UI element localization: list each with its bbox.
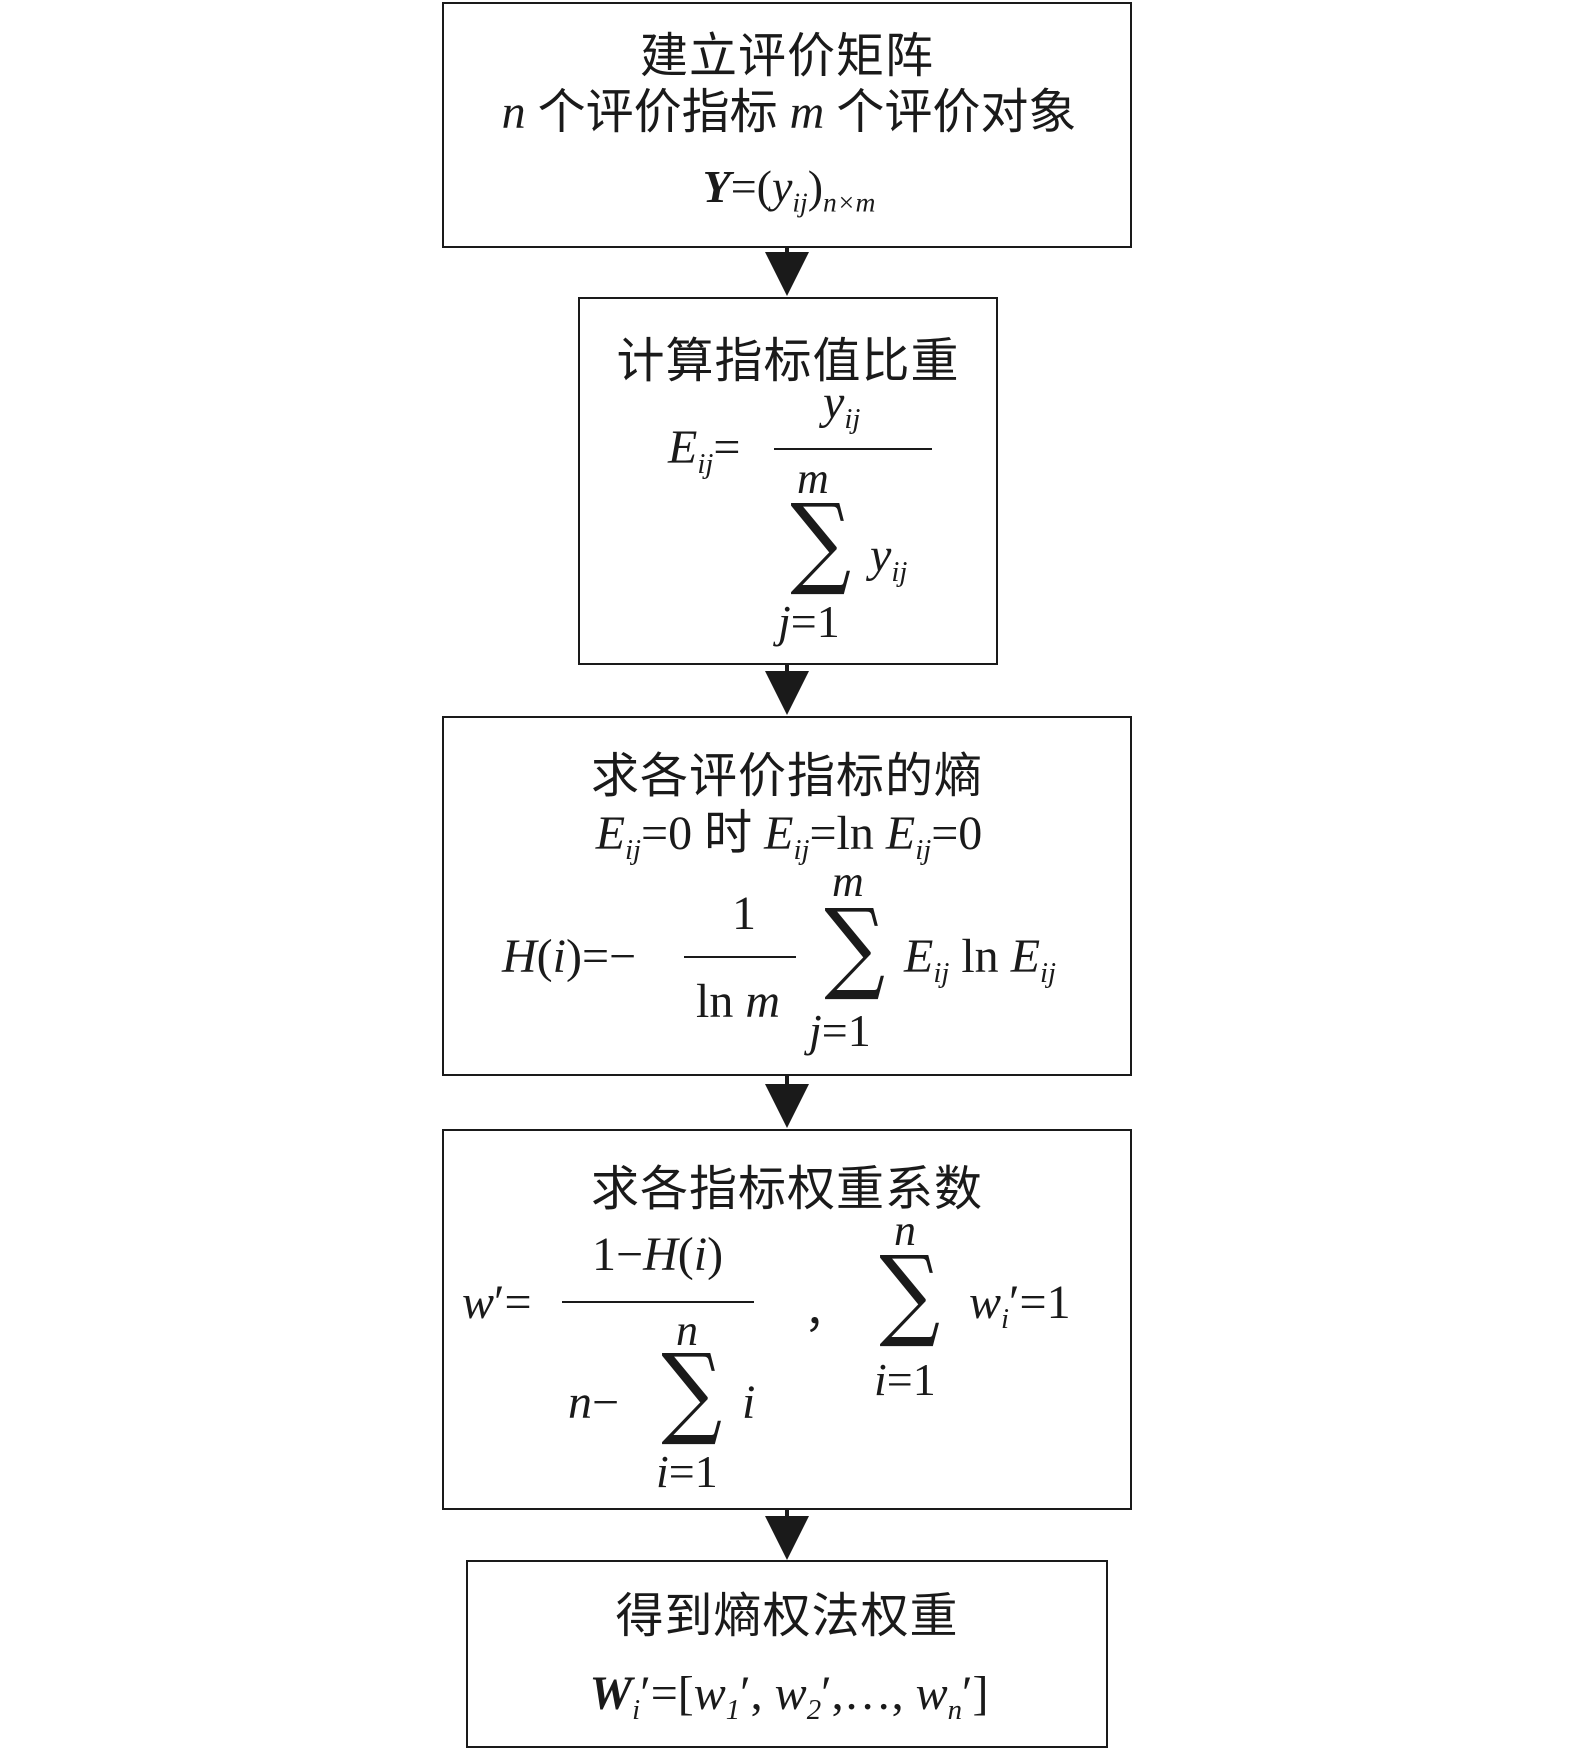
sum-lower-limit: i=1 — [874, 1354, 936, 1405]
arrow-down — [765, 1076, 809, 1128]
sum-term: yij — [870, 529, 908, 589]
sigma-symbol: ∑ — [879, 1234, 941, 1351]
sum-term: wi′=1 — [969, 1276, 1071, 1336]
fraction-numerator: yij — [823, 376, 861, 436]
step-title: 得到熵权法权重 — [615, 1590, 959, 1643]
sum-upper-limit: n — [894, 1206, 916, 1255]
weight-lhs: w′= — [462, 1276, 532, 1329]
step-title: 建立评价矩阵 — [639, 30, 934, 83]
fraction-denominator: ln m — [696, 975, 781, 1028]
step-box-entropy: 求各评价指标的熵 Eij=0 时 Eij=ln Eij=0 H(i)=− 1 l… — [442, 716, 1132, 1076]
matrix-formula: Y=(yij)n×m — [702, 161, 876, 218]
sum-term: Eij ln Eij — [904, 930, 1057, 990]
entropy-condition: Eij=0 时 Eij=ln Eij=0 — [595, 807, 983, 867]
sum-upper-limit: m — [797, 454, 829, 503]
arrow-down — [765, 248, 809, 296]
sum-lower-limit: j=1 — [778, 596, 840, 647]
sum-lower-limit: j=1 — [809, 1005, 871, 1056]
sigma-symbol: ∑ — [661, 1332, 723, 1449]
step-title: 计算指标值比重 — [616, 335, 960, 388]
fraction-numerator: 1 — [732, 887, 756, 940]
arrow-down — [765, 665, 809, 715]
step-box-build-matrix: 建立评价矩阵 n 个评价指标 m 个评价对象 Y=(yij)n×m — [442, 2, 1132, 248]
step-box-proportion: 计算指标值比重 Eij= yij m ∑ yij j=1 — [578, 297, 998, 665]
step-title: 求各指标权重系数 — [590, 1163, 983, 1216]
fraction-bar — [562, 1301, 754, 1303]
fraction-bar — [774, 448, 932, 450]
sigma-symbol: ∑ — [824, 887, 886, 1004]
step-box-result: 得到熵权法权重 Wi′=[w1′, w2′,…, wn′] — [466, 1560, 1108, 1748]
arrow-down — [765, 1510, 809, 1560]
step-box-weight-coefficients: 求各指标权重系数 w′= 1−H(i) n n− ∑ i i=1 ， n ∑ i… — [442, 1129, 1132, 1510]
denominator-prefix: n− — [568, 1376, 620, 1429]
step-title: 求各评价指标的熵 — [590, 750, 983, 803]
sum-term: i — [742, 1376, 756, 1429]
sigma-symbol: ∑ — [790, 482, 852, 599]
result-formula: Wi′=[w1′, w2′,…, wn′] — [589, 1667, 989, 1727]
separator-comma: ， — [804, 1288, 848, 1337]
sum-upper-limit: n — [676, 1306, 698, 1355]
sum-upper-limit: m — [832, 857, 864, 906]
step-description: n 个评价指标 m 个评价对象 — [501, 86, 1077, 139]
sum-lower-limit: i=1 — [656, 1446, 718, 1497]
fraction-numerator: 1−H(i) — [592, 1228, 724, 1281]
formula-lhs: Eij= — [668, 421, 741, 481]
entropy-lhs: H(i)=− — [502, 930, 637, 983]
fraction-bar — [684, 956, 796, 958]
